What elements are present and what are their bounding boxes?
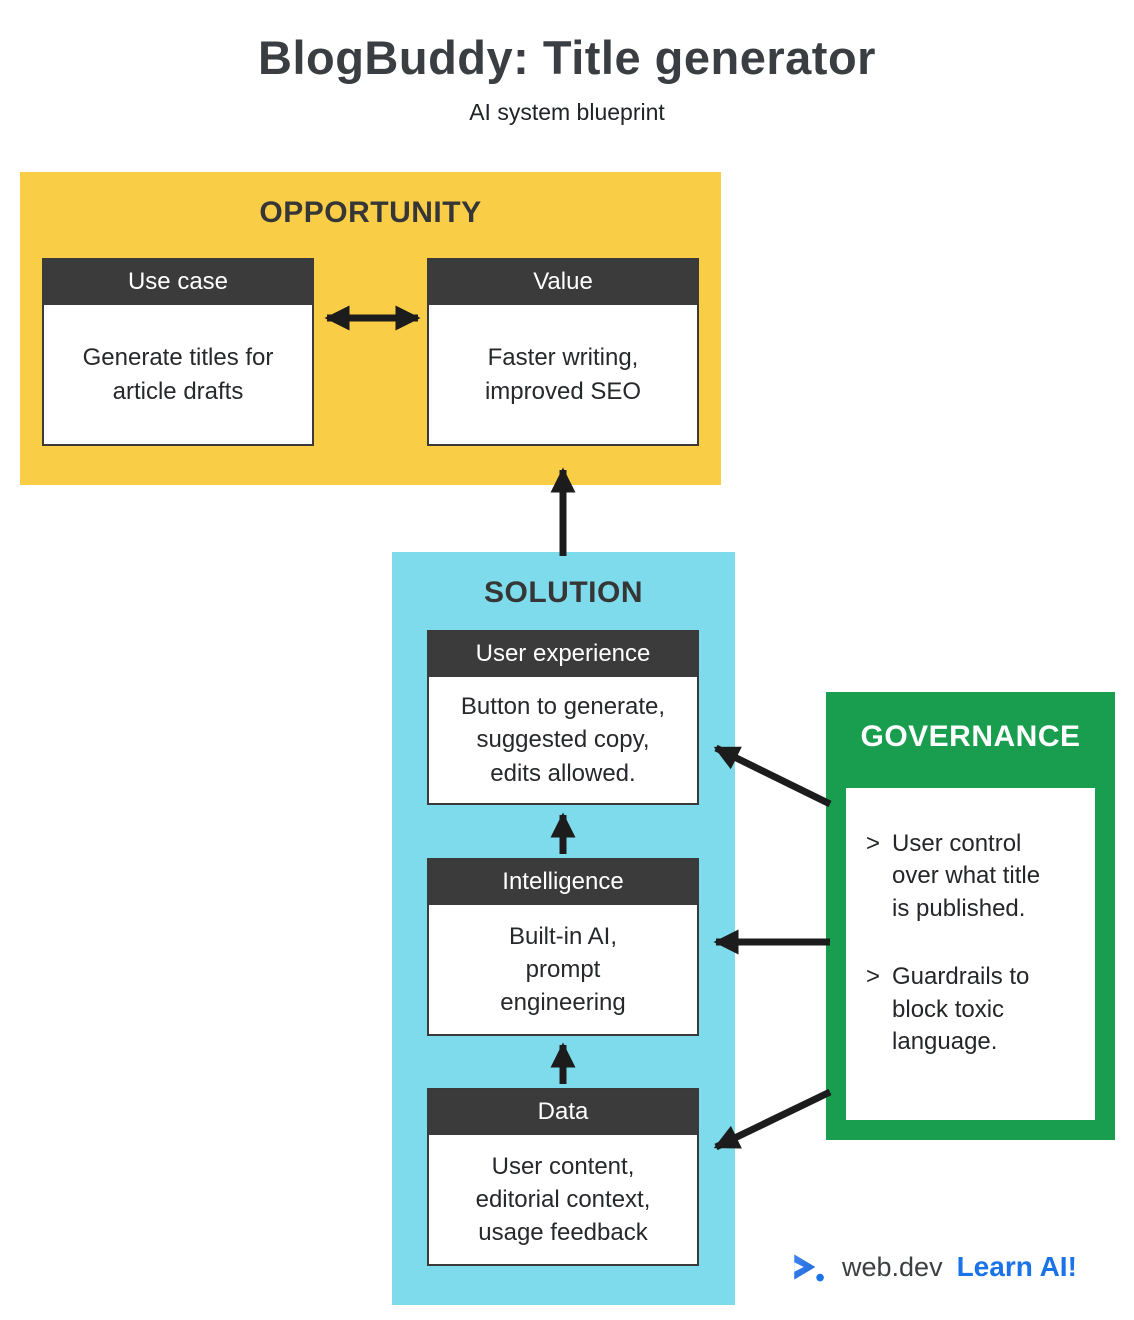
bullet-chevron-icon: > — [866, 830, 881, 857]
card-user-experience-header: User experience — [429, 632, 697, 677]
governance-item-text: User control over what title is publishe… — [892, 830, 1041, 922]
card-user-experience: User experience Button to generate, sugg… — [427, 630, 699, 805]
card-intelligence: Intelligence Built-in AI, prompt enginee… — [427, 858, 699, 1036]
governance-card: > User control over what title is publis… — [846, 788, 1095, 1120]
card-use-case-body: Generate titles for article drafts — [82, 344, 274, 405]
bullet-chevron-icon: > — [866, 963, 881, 991]
card-value-body: Faster writing, improved SEO — [484, 344, 642, 405]
opportunity-label: OPPORTUNITY — [259, 196, 482, 229]
solution-label: SOLUTION — [484, 576, 643, 609]
card-intelligence-body: Built-in AI, prompt engineering — [500, 922, 626, 1017]
governance-item-text: Guardrails to block toxic language. — [892, 963, 1030, 1055]
card-value: Value Faster writing, improved SEO — [427, 258, 699, 446]
governance-label: GOVERNANCE — [860, 720, 1081, 753]
card-use-case-header: Use case — [44, 260, 312, 305]
solution-panel: SOLUTION User experience Button to gener… — [392, 552, 735, 1305]
card-intelligence-header: Intelligence — [429, 860, 697, 905]
card-data-header: Data — [429, 1090, 697, 1135]
page-subtitle: AI system blueprint — [469, 99, 665, 125]
opportunity-panel: OPPORTUNITY Use case Generate titles for… — [20, 172, 721, 485]
footer-branding: web.dev Learn AI! — [790, 1248, 1077, 1286]
card-value-header: Value — [429, 260, 697, 305]
card-data-body: User content, editorial context, usage f… — [475, 1152, 651, 1247]
governance-panel: GOVERNANCE > User control over what titl… — [826, 692, 1115, 1140]
governance-item: > User control over what title is publis… — [866, 828, 1081, 925]
page-title: BlogBuddy: Title generator — [258, 31, 876, 84]
webdev-logo-icon — [794, 1254, 824, 1282]
webdev-brand-text: web.dev — [842, 1251, 943, 1282]
card-use-case: Use case Generate titles for article dra… — [42, 258, 314, 446]
governance-item: > Guardrails to block toxic language. — [866, 961, 1081, 1058]
card-user-experience-body: Button to generate, suggested copy, edit… — [460, 693, 666, 787]
learn-ai-link[interactable]: Learn AI! — [956, 1251, 1077, 1282]
card-data: Data User content, editorial context, us… — [427, 1088, 699, 1266]
